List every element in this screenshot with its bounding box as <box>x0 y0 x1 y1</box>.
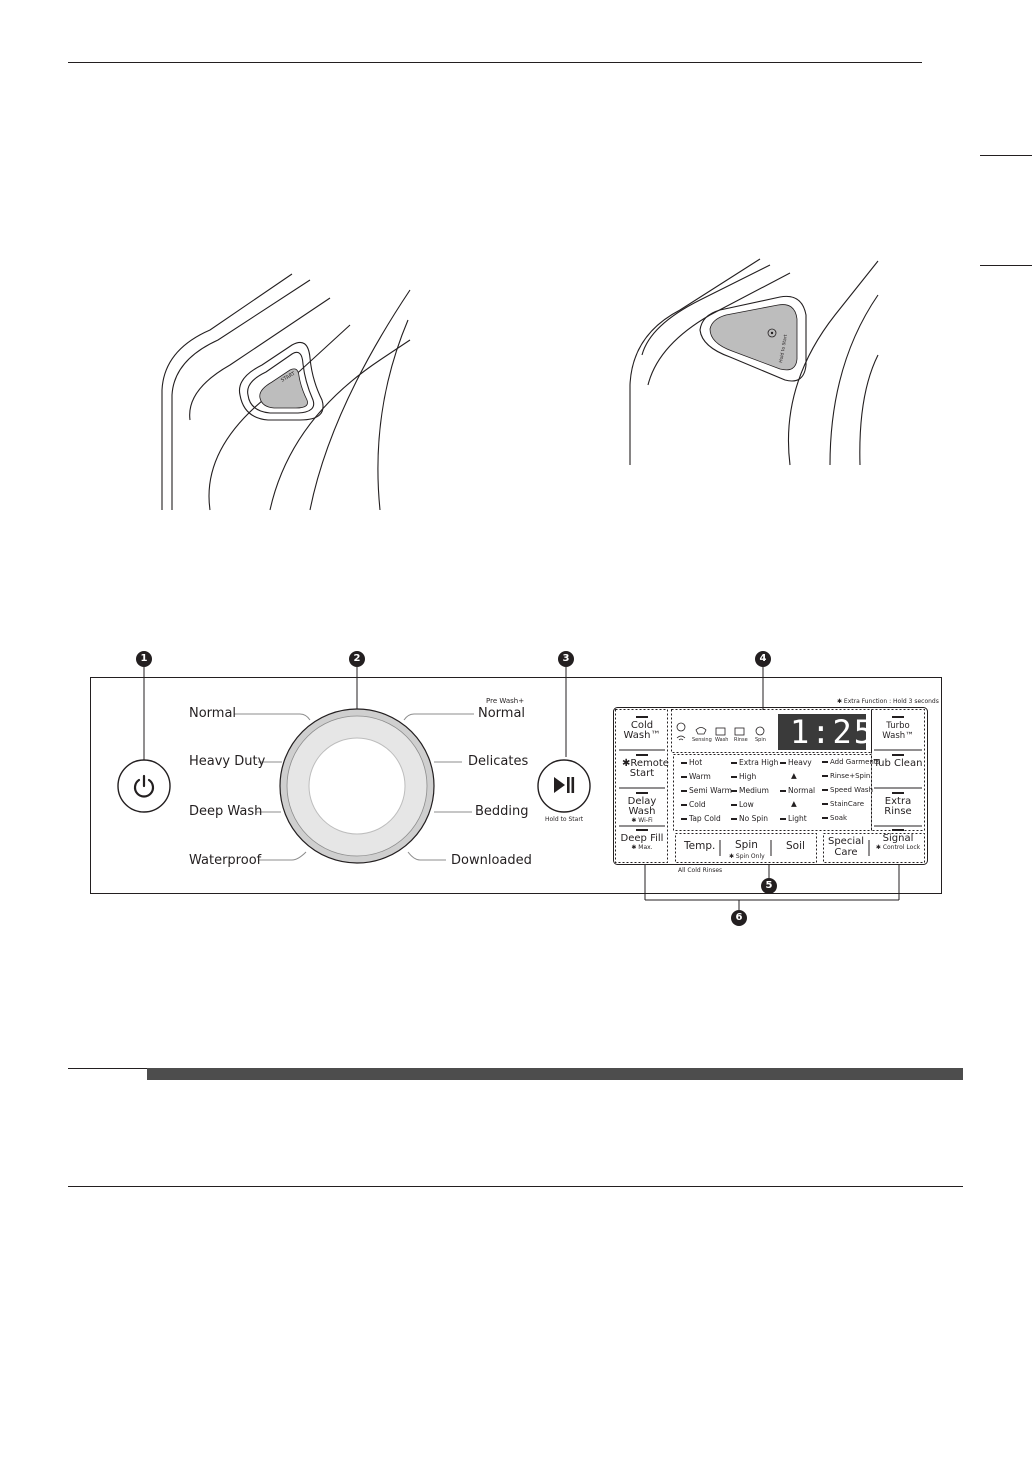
deep-fill-button[interactable]: Deep Fill ✱ Max. <box>617 829 667 851</box>
deep-fill-label: Deep Fill <box>620 833 664 844</box>
delay-wash-button[interactable]: Delay Wash ✱ Wi-Fi <box>617 792 667 824</box>
pre-wash-prefix: Pre Wash+ <box>486 697 525 705</box>
program-delicates[interactable]: Delicates <box>468 754 529 769</box>
extra-rinse-label: Extra Rinse <box>884 796 912 817</box>
turbo-wash-button[interactable]: Turbo Wash™ <box>873 716 923 741</box>
lid-illustration-left: START <box>161 273 411 511</box>
play-pause-icon[interactable] <box>552 775 576 795</box>
section-bar <box>147 1068 963 1080</box>
section-rule-left <box>68 1068 148 1069</box>
status-rinse-label: Rinse <box>734 737 748 743</box>
remote-start-button[interactable]: ✱Remote Start <box>617 754 669 779</box>
delay-wash-label: Delay Wash <box>627 796 657 817</box>
callout-5: 5 <box>761 878 777 894</box>
control-panel-graphics <box>90 667 942 910</box>
soil-button[interactable]: Soil <box>786 840 805 852</box>
status-icons-row <box>676 722 776 750</box>
temp-option: Cold <box>681 801 706 809</box>
soil-level-arrow: ▲ <box>791 771 797 780</box>
callout-4: 4 <box>755 651 771 667</box>
cold-wash-label: Cold Wash™ <box>623 720 661 741</box>
section-rule-bottom <box>68 1186 963 1187</box>
spin-option: Medium <box>731 787 769 795</box>
svg-text:Hold to Start: Hold to Start <box>778 334 789 363</box>
signal-button[interactable]: Signal ✱ Control Lock <box>871 829 925 851</box>
start-button-caption: Hold to Start <box>545 816 584 823</box>
callout-1: 1 <box>136 651 152 667</box>
spin-option: Extra High <box>731 759 778 767</box>
program-waterproof[interactable]: Waterproof <box>189 853 262 868</box>
special-care-button[interactable]: Special Care <box>827 836 865 858</box>
status-spin-label: Spin <box>755 737 766 743</box>
lid-illustration-right: Hold to Start <box>629 258 879 466</box>
soil-option: Light <box>780 815 807 823</box>
display-time: 1:25 <box>790 713 876 751</box>
program-pre-wash-normal[interactable]: Normal <box>478 706 526 721</box>
spin-only-sub: ✱ Spin Only <box>729 853 765 860</box>
program-deep-wash[interactable]: Deep Wash <box>189 804 263 819</box>
extra-rinse-button[interactable]: Extra Rinse <box>871 792 925 817</box>
turbo-wash-label: Turbo Wash™ <box>882 721 914 741</box>
soil-option: Heavy <box>780 759 812 767</box>
power-icon[interactable] <box>130 772 158 800</box>
cold-wash-button[interactable]: Cold Wash™ <box>617 716 667 741</box>
temp-option: Semi Warm <box>681 787 732 795</box>
status-sensing-label: Sensing <box>692 737 712 743</box>
special-care-option: Speed Wash <box>822 787 873 794</box>
all-cold-rinses-note: All Cold Rinses <box>678 867 723 874</box>
temp-option: Tap Cold <box>681 815 721 823</box>
spin-option: Low <box>731 801 754 809</box>
program-heavy-duty[interactable]: Heavy Duty <box>189 754 266 769</box>
temp-button[interactable]: Temp. <box>684 840 716 852</box>
callout-6: 6 <box>731 910 747 926</box>
soil-level-arrow: ▲ <box>791 799 797 808</box>
temp-option: Warm <box>681 773 711 781</box>
special-care-option: StainCare <box>822 801 864 808</box>
spin-option: High <box>731 773 756 781</box>
edge-tab-mark <box>980 265 1032 266</box>
temp-option: Hot <box>681 759 702 767</box>
spin-option: No Spin <box>731 815 768 823</box>
special-care-option: Rinse+Spin <box>822 773 870 780</box>
program-downloaded[interactable]: Downloaded <box>451 853 532 868</box>
delay-wash-sub: ✱ Wi-Fi <box>631 817 653 824</box>
program-left-normal[interactable]: Normal <box>189 706 237 721</box>
callout-3: 3 <box>558 651 574 667</box>
header-rule <box>68 62 922 63</box>
special-care-option: Soak <box>822 815 847 822</box>
tub-clean-button[interactable]: Tub Clean <box>873 754 923 769</box>
signal-label: Signal <box>882 833 914 844</box>
soil-option: Normal <box>780 787 815 795</box>
deep-fill-sub: ✱ Max. <box>631 844 653 851</box>
callout-2: 2 <box>349 651 365 667</box>
edge-tab-mark <box>980 155 1032 156</box>
program-bedding[interactable]: Bedding <box>475 804 529 819</box>
tub-clean-label: Tub Clean <box>873 758 923 769</box>
remote-start-label: ✱Remote Start <box>622 758 669 779</box>
special-care-option: Add Garments <box>822 759 880 766</box>
signal-sub: ✱ Control Lock <box>875 844 921 851</box>
spin-button[interactable]: Spin <box>735 839 758 851</box>
extra-function-note: ✱ Extra Function : Hold 3 seconds <box>837 698 939 705</box>
status-wash-label: Wash <box>715 737 729 743</box>
